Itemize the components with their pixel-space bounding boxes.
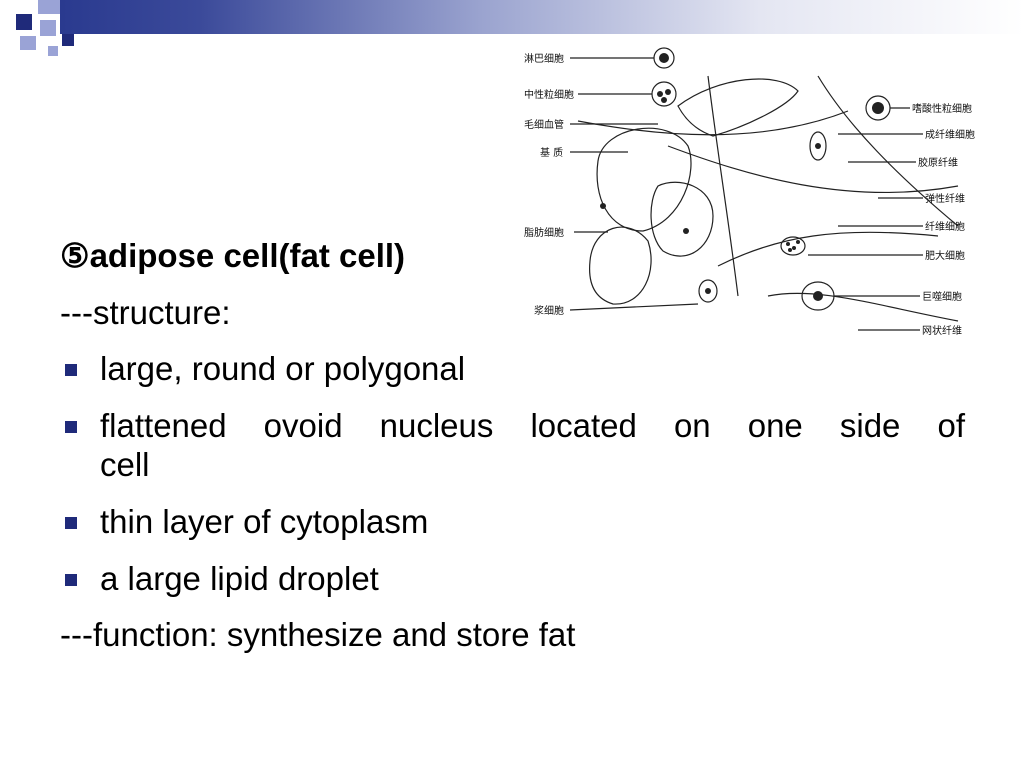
- square-bullet-icon: [65, 364, 77, 377]
- square-bullet-icon: [65, 516, 77, 529]
- title-bar-gradient: [0, 0, 1024, 34]
- fat-cell-shape: [596, 127, 692, 232]
- figure-label-right: 胶原纤维: [918, 156, 958, 169]
- fat-cell-shape: [650, 181, 714, 257]
- bullet-text-continued: cell: [100, 446, 150, 484]
- figure-label-right: 肥大细胞: [925, 249, 965, 262]
- fibroblast-shape: [809, 131, 827, 161]
- bullet-item: flattened ovoid nucleus located on one s…: [60, 406, 965, 485]
- figure-label-right: 弹性纤维: [925, 192, 965, 205]
- plasma-cell-shape: [698, 279, 718, 303]
- figure-label-right: 巨噬细胞: [922, 290, 962, 303]
- figure-label-left: 基 质: [540, 146, 563, 159]
- deco-square: [38, 0, 60, 14]
- figure-label-left: 浆细胞: [534, 304, 564, 317]
- structure-label: ---structure:: [60, 293, 231, 331]
- figure-label-right: 网状纤维: [922, 324, 962, 337]
- fat-cell-shape: [588, 226, 652, 305]
- diagram-svg: 淋巴细胞 中性粒细胞 毛细血管 基 质 脂肪细胞 浆细胞 嗜酸性粒细胞 成纤维细…: [524, 47, 975, 337]
- bullet-text: thin layer of cytoplasm: [100, 502, 429, 540]
- capillary-shape: [677, 78, 799, 137]
- slide-heading: ⑤adipose cell(fat cell): [60, 237, 406, 274]
- mast-cell-shape: [780, 236, 806, 256]
- bullet-item: thin layer of cytoplasm: [60, 502, 965, 542]
- square-bullet-icon: [65, 420, 77, 433]
- function-line: ---function: synthesize and store fat: [60, 616, 576, 654]
- figure-label-right: 纤维细胞: [925, 220, 965, 233]
- deco-square: [20, 36, 36, 50]
- figure-label-right: 成纤维细胞: [925, 128, 975, 141]
- figure-label-left: 淋巴细胞: [524, 52, 564, 65]
- bullet-text: a large lipid droplet: [100, 559, 379, 597]
- bullet-item: a large lipid droplet: [60, 559, 965, 599]
- figure-label-left: 中性粒细胞: [524, 88, 574, 101]
- bullet-text: large, round or polygonal: [100, 350, 466, 388]
- bullet-item: large, round or polygonal: [60, 349, 965, 389]
- deco-square: [40, 20, 56, 36]
- connective-tissue-diagram: 淋巴细胞 中性粒细胞 毛细血管 基 质 脂肪细胞 浆细胞 嗜酸性粒细胞 成纤维细…: [518, 36, 988, 344]
- deco-square: [16, 14, 32, 30]
- figure-label-left: 脂肪细胞: [524, 226, 564, 239]
- square-bullet-icon: [65, 573, 77, 586]
- bullet-text: flattened ovoid nucleus located on one s…: [100, 406, 965, 444]
- figure-label-right: 嗜酸性粒细胞: [912, 102, 972, 115]
- slide-body: ⑤adipose cell(fat cell) ---structure: la…: [60, 236, 965, 655]
- structure-bullet-list: large, round or polygonal flattened ovoi…: [60, 349, 965, 598]
- figure-label-left: 毛细血管: [524, 118, 564, 131]
- deco-square: [62, 34, 74, 46]
- deco-square: [48, 46, 58, 56]
